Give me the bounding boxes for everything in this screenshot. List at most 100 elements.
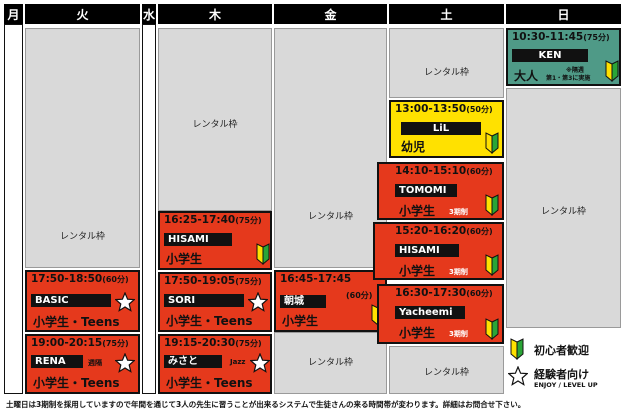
class-duration: (75分) <box>235 277 262 286</box>
class-card-sat-lil[interactable]: 13:00-13:50(50分) LiL 幼児 <box>389 100 504 158</box>
class-grade: 小学生・Teens <box>33 315 120 329</box>
rental-block-sat-top[interactable]: レンタル枠 <box>389 28 504 98</box>
rental-label: レンタル枠 <box>540 207 586 217</box>
day-header-mon: 月 <box>4 4 23 24</box>
star-icon <box>115 292 135 312</box>
class-duration: (75分) <box>102 339 129 348</box>
teacher-name: BASIC <box>31 294 111 307</box>
class-card-sat-yacheemi[interactable]: 16:30-17:30(60分) Yacheemi 小学生 3期制 <box>377 284 504 344</box>
rental-block-fri-top[interactable]: レンタル枠 <box>274 28 387 268</box>
class-note: 3期制 <box>449 208 468 216</box>
class-grade: 小学生・Teens <box>166 376 253 390</box>
legend-beginner-label: 初心者歓迎 <box>534 344 589 357</box>
teacher-name: Yacheemi <box>395 306 465 319</box>
class-time: 15:20-16:20 <box>395 225 467 237</box>
class-grade: 小学生 <box>282 314 319 328</box>
class-grade: 小学生・Teens <box>166 314 253 328</box>
class-duration: (75分) <box>235 216 262 225</box>
rental-block-sat-bottom[interactable]: レンタル枠 <box>389 346 504 394</box>
class-card-tue-rena[interactable]: 19:00-20:15(75分) RENA 週隔 小学生・Teens <box>25 334 140 394</box>
class-grade: 小学生 <box>399 264 436 278</box>
class-duration: (50分) <box>466 105 493 114</box>
class-grade: 小学生・Teens <box>33 376 120 390</box>
day-header-sat: 土 <box>389 4 504 24</box>
class-grade: 小学生 <box>399 326 436 340</box>
footer-note: 土曜日は3期制を採用していますので年間を通じて3人の先生に習うことが出来るシステ… <box>6 400 526 409</box>
class-grade: 小学生 <box>166 252 203 266</box>
beginner-mark-icon <box>256 243 270 265</box>
star-icon <box>508 366 528 386</box>
class-note: 3期制 <box>449 330 468 338</box>
class-duration: (75分) <box>583 33 610 42</box>
rental-label: レンタル枠 <box>423 68 469 78</box>
class-duration: (75分) <box>235 339 262 348</box>
class-time: 19:00-20:15 <box>31 337 103 349</box>
class-time: 16:25-17:40 <box>164 214 236 226</box>
beginner-mark-icon <box>510 338 524 360</box>
class-note: 第1・第3に実施 <box>546 75 591 82</box>
rental-label: レンタル枠 <box>192 120 238 130</box>
teacher-name: HISAMI <box>164 233 232 246</box>
teacher-name: LiL <box>401 122 481 135</box>
class-time: 16:30-17:30 <box>395 287 467 299</box>
teacher-name: RENA <box>31 355 83 368</box>
beginner-mark-icon <box>485 194 499 216</box>
wed-column <box>142 24 156 394</box>
rental-block-fri-bottom[interactable]: レンタル枠 <box>274 332 387 394</box>
rental-block-tue[interactable]: レンタル枠 <box>25 28 140 268</box>
legend: 初心者歓迎 経験者向け ENJOY / LEVEL UP <box>506 330 621 394</box>
teacher-name: KEN <box>512 49 588 62</box>
class-duration: (60分) <box>346 291 373 300</box>
class-grade: 小学生 <box>399 204 436 218</box>
rental-block-thu[interactable]: レンタル枠 <box>158 28 272 211</box>
star-icon <box>250 353 270 373</box>
class-grade: 大人 <box>514 69 539 83</box>
class-note: 週隔 <box>88 359 102 367</box>
class-duration: (60分) <box>466 167 493 176</box>
teacher-name: 朝城 <box>280 295 326 308</box>
day-header-thu: 木 <box>158 4 272 24</box>
class-time: 17:50-18:50 <box>31 273 103 285</box>
rental-label: レンタル枠 <box>423 368 469 378</box>
class-card-thu-hisami[interactable]: 16:25-17:40(75分) HISAMI 小学生 <box>158 211 272 270</box>
day-header-sun: 日 <box>506 4 621 24</box>
rental-label: レンタル枠 <box>307 358 353 368</box>
class-time: 19:15-20:30 <box>164 337 236 349</box>
class-time: 13:00-13:50 <box>395 103 467 115</box>
beginner-mark-icon <box>485 318 499 340</box>
day-header-wed: 水 <box>142 4 156 24</box>
class-card-thu-sori[interactable]: 17:50-19:05(75分) SORI 小学生・Teens <box>158 272 272 332</box>
class-card-sat-tomomi[interactable]: 14:10-15:10(60分) TOMOMI 小学生 3期制 <box>377 162 504 220</box>
class-duration: (60分) <box>102 275 129 284</box>
class-time: 16:45-17:45 <box>280 273 352 285</box>
beginner-mark-icon <box>605 60 619 82</box>
class-note: Jazz <box>230 358 246 366</box>
mon-column <box>4 24 23 394</box>
class-card-thu-misato[interactable]: 19:15-20:30(75分) みさと Jazz 小学生・Teens <box>158 334 272 394</box>
class-card-sun-ken[interactable]: 10:30-11:45(75分) KEN 大人 ※隔週 第1・第3に実施 <box>506 28 621 86</box>
legend-experienced-label: 経験者向け <box>534 368 589 381</box>
rental-label: レンタル枠 <box>307 212 353 222</box>
class-time: 14:10-15:10 <box>395 165 467 177</box>
class-card-sat-hisami[interactable]: 15:20-16:20(60分) HISAMI 小学生 3期制 <box>373 222 504 280</box>
rental-label: レンタル枠 <box>59 232 105 242</box>
teacher-name: SORI <box>164 294 244 307</box>
class-duration: (60分) <box>466 227 493 236</box>
class-grade: 幼児 <box>401 140 426 154</box>
star-icon <box>115 353 135 373</box>
teacher-name: みさと <box>164 355 222 368</box>
class-duration: (60分) <box>466 289 493 298</box>
class-card-fri-asagi[interactable]: 16:45-17:45 (60分) 朝城 小学生 <box>274 270 387 332</box>
class-note: 3期制 <box>449 268 468 276</box>
class-time: 17:50-19:05 <box>164 275 236 287</box>
beginner-mark-icon <box>485 132 499 154</box>
beginner-mark-icon <box>485 254 499 276</box>
rental-block-sun[interactable]: レンタル枠 <box>506 88 621 328</box>
class-note: ※隔週 <box>566 67 584 74</box>
teacher-name: HISAMI <box>395 244 459 257</box>
legend-experienced-sublabel: ENJOY / LEVEL UP <box>534 381 598 389</box>
day-header-fri: 金 <box>274 4 387 24</box>
star-icon <box>248 292 268 312</box>
class-card-tue-basic[interactable]: 17:50-18:50(60分) BASIC 小学生・Teens <box>25 270 140 332</box>
teacher-name: TOMOMI <box>395 184 457 197</box>
